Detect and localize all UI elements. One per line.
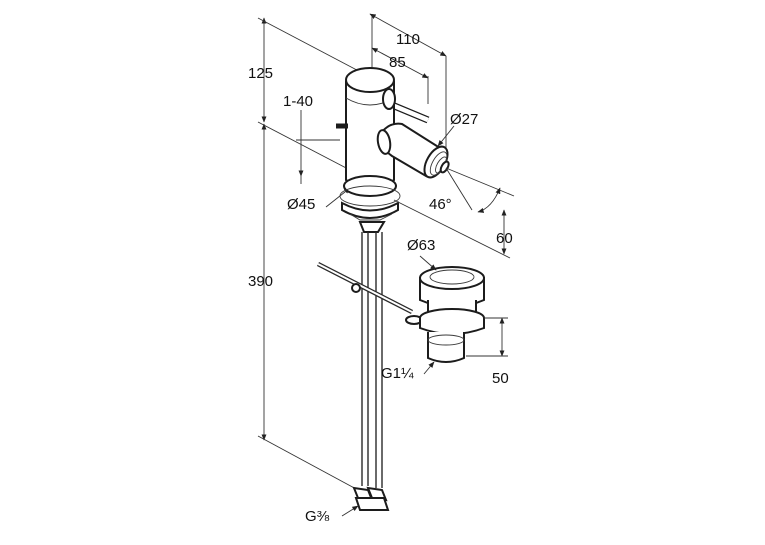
dimension-dia63: Ø63 — [407, 237, 437, 271]
dim-angle46-label: 46° — [429, 196, 452, 213]
thread-g1-1-4: G1¼ — [381, 361, 435, 382]
popup-rod — [316, 261, 423, 325]
dim-390-label: 390 — [248, 273, 273, 290]
dim-50-label: 50 — [492, 370, 509, 387]
dim-1-40-label: 1-40 — [283, 93, 313, 110]
dim-dia27-label: Ø27 — [450, 111, 478, 128]
dimension-50: 50 — [466, 317, 509, 387]
dimension-125: 125 — [248, 17, 373, 123]
dimension-angle46: 46° — [429, 167, 515, 213]
dimension-1-40: 1-40 — [283, 93, 340, 184]
dimension-60: 60 — [393, 199, 513, 259]
faucet-body — [336, 67, 450, 233]
dimension-dia45: Ø45 — [287, 187, 351, 213]
dim-dia45-label: Ø45 — [287, 196, 315, 213]
dim-110-label: 110 — [396, 31, 420, 48]
dimension-390: 390 — [248, 121, 359, 491]
dim-85-label: 85 — [389, 54, 406, 71]
thread-g3-8-label: G⅜ — [305, 508, 330, 525]
dim-dia63-label: Ø63 — [407, 237, 435, 254]
thread-g3-8: G⅜ — [305, 505, 359, 525]
dim-125-label: 125 — [248, 65, 273, 82]
thread-g1-1-4-label: G1¼ — [381, 365, 414, 382]
dim-60-label: 60 — [496, 230, 513, 247]
supply-pipes — [352, 232, 390, 511]
dimension-dia27: Ø27 — [437, 111, 478, 147]
drain-assembly — [419, 266, 485, 363]
dimension-85: 85 — [371, 47, 429, 104]
